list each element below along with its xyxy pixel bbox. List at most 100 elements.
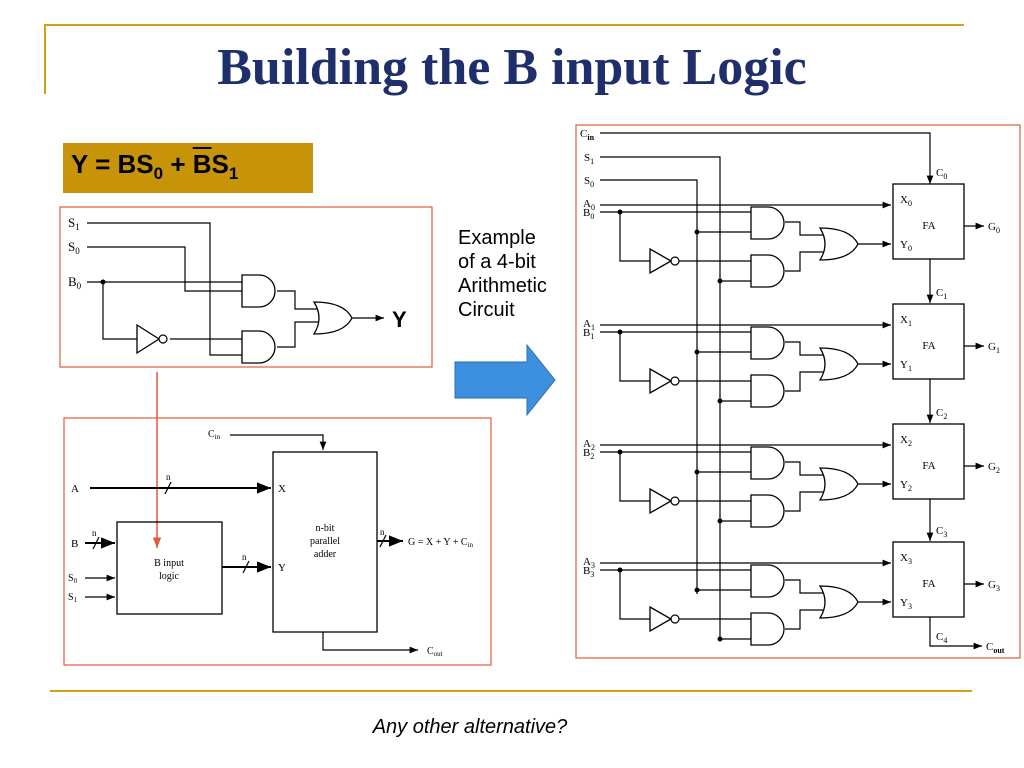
label-y: Y1: [900, 359, 912, 373]
label-x: X2: [900, 434, 912, 448]
full-adder-block: [892, 423, 965, 500]
fa-label: FA: [922, 578, 935, 590]
or-gate: [818, 467, 859, 501]
blue-block-arrow: [454, 343, 556, 417]
label-b: B0: [583, 207, 594, 221]
label-x: X3: [900, 552, 912, 566]
svg-text:Y: Y: [278, 562, 286, 574]
equation-text: Y = BS0 + BS1: [71, 149, 239, 184]
and-gate: [750, 254, 785, 288]
bottom-rule: [50, 690, 972, 692]
label-carry: C0: [936, 167, 947, 181]
label-x: X1: [900, 314, 912, 328]
svg-text:S0: S0: [68, 573, 78, 585]
and-gate: [750, 564, 785, 598]
label-carry: C1: [936, 287, 947, 301]
top-rule: [44, 24, 964, 26]
block-diagram-frame: [63, 417, 492, 666]
and-gate: [750, 494, 785, 528]
label-y: Y2: [900, 479, 912, 493]
svg-text:n: n: [242, 552, 247, 562]
svg-text:S1: S1: [68, 592, 78, 604]
label-y-output: Y: [392, 307, 407, 332]
label-b0: B0: [68, 274, 82, 291]
label-g: G1: [988, 341, 1000, 355]
svg-text:Cout: Cout: [427, 646, 443, 658]
label-y: Y3: [900, 597, 912, 611]
svg-text:Cin: Cin: [580, 128, 595, 142]
example-line: of a 4-bit: [458, 251, 536, 273]
or-gate: [818, 585, 859, 619]
svg-text:C4: C4: [936, 631, 947, 645]
fa-label: FA: [922, 220, 935, 232]
svg-text:X: X: [278, 483, 286, 495]
label-s1: S1: [68, 215, 80, 232]
inverter-gate: [649, 605, 673, 633]
svg-text:B: B: [71, 538, 78, 550]
svg-text:parallel: parallel: [310, 536, 340, 547]
inverter-gate: [649, 247, 673, 275]
svg-text:n: n: [166, 472, 171, 482]
and-gate: [750, 446, 785, 480]
svg-text:n: n: [380, 527, 385, 537]
and-gate-bottom: [241, 330, 276, 364]
svg-text:Cin: Cin: [208, 429, 221, 441]
left-accent: [44, 24, 46, 94]
fa-label: FA: [922, 340, 935, 352]
arithmetic-circuit: Cin S1 S0 C4 Cout A0B0X0Y0G0C0FAA1B1X1Y1…: [575, 124, 1021, 659]
and-gate: [750, 206, 785, 240]
footer-question: Any other alternative?: [372, 716, 568, 738]
slide-title: Building the B input Logic: [217, 39, 807, 96]
label-a: A3: [583, 556, 595, 570]
label-carry: C3: [936, 525, 947, 539]
svg-text:A: A: [71, 483, 79, 495]
and-gate: [750, 374, 785, 408]
block-diagram: Cin A B S0 S1 n n n n X Y B input logic …: [63, 417, 492, 666]
label-s0: S0: [68, 239, 80, 256]
example-line: Circuit: [458, 299, 515, 321]
full-adder-block: [892, 541, 965, 618]
label-g: G0: [988, 221, 1000, 235]
svg-text:n: n: [92, 528, 97, 538]
label-a: A2: [583, 438, 595, 452]
arith-circuit-frame: [575, 124, 1021, 659]
svg-text:n-bit: n-bit: [316, 523, 335, 534]
gate-logic-frame: [59, 206, 433, 368]
label-a: A1: [583, 318, 595, 332]
inverter-gate: [136, 323, 161, 355]
label-g: G2: [988, 461, 1000, 475]
svg-text:adder: adder: [314, 549, 337, 560]
and-gate: [750, 612, 785, 646]
svg-text:S0: S0: [584, 175, 594, 189]
and-gate-top: [241, 274, 276, 308]
gate-logic-diagram: S1 S0 B0 Y: [59, 206, 433, 368]
label-b: B3: [583, 565, 594, 579]
svg-text:Cout: Cout: [986, 641, 1005, 655]
full-adder-block: [892, 303, 965, 380]
label-carry: C2: [936, 407, 947, 421]
or-gate: [818, 347, 859, 381]
label-b: B2: [583, 447, 594, 461]
inverter-gate: [649, 367, 673, 395]
example-line: Example: [458, 227, 536, 249]
label-x: X0: [900, 194, 912, 208]
or-gate: [818, 227, 859, 261]
example-line: Arithmetic: [458, 275, 547, 297]
svg-text:G = X + Y + Cin: G = X + Y + Cin: [408, 537, 473, 549]
svg-text:S1: S1: [584, 152, 594, 166]
fa-label: FA: [922, 460, 935, 472]
svg-text:logic: logic: [159, 571, 180, 582]
label-g: G3: [988, 579, 1000, 593]
and-gate: [750, 326, 785, 360]
svg-text:B input: B input: [154, 558, 184, 569]
or-gate: [312, 301, 353, 335]
label-a: A0: [583, 198, 595, 212]
equation-box: Y = BS0 + BS1: [63, 143, 313, 193]
example-caption: Example of a 4-bit Arithmetic Circuit: [458, 226, 547, 322]
label-b: B1: [583, 327, 594, 341]
